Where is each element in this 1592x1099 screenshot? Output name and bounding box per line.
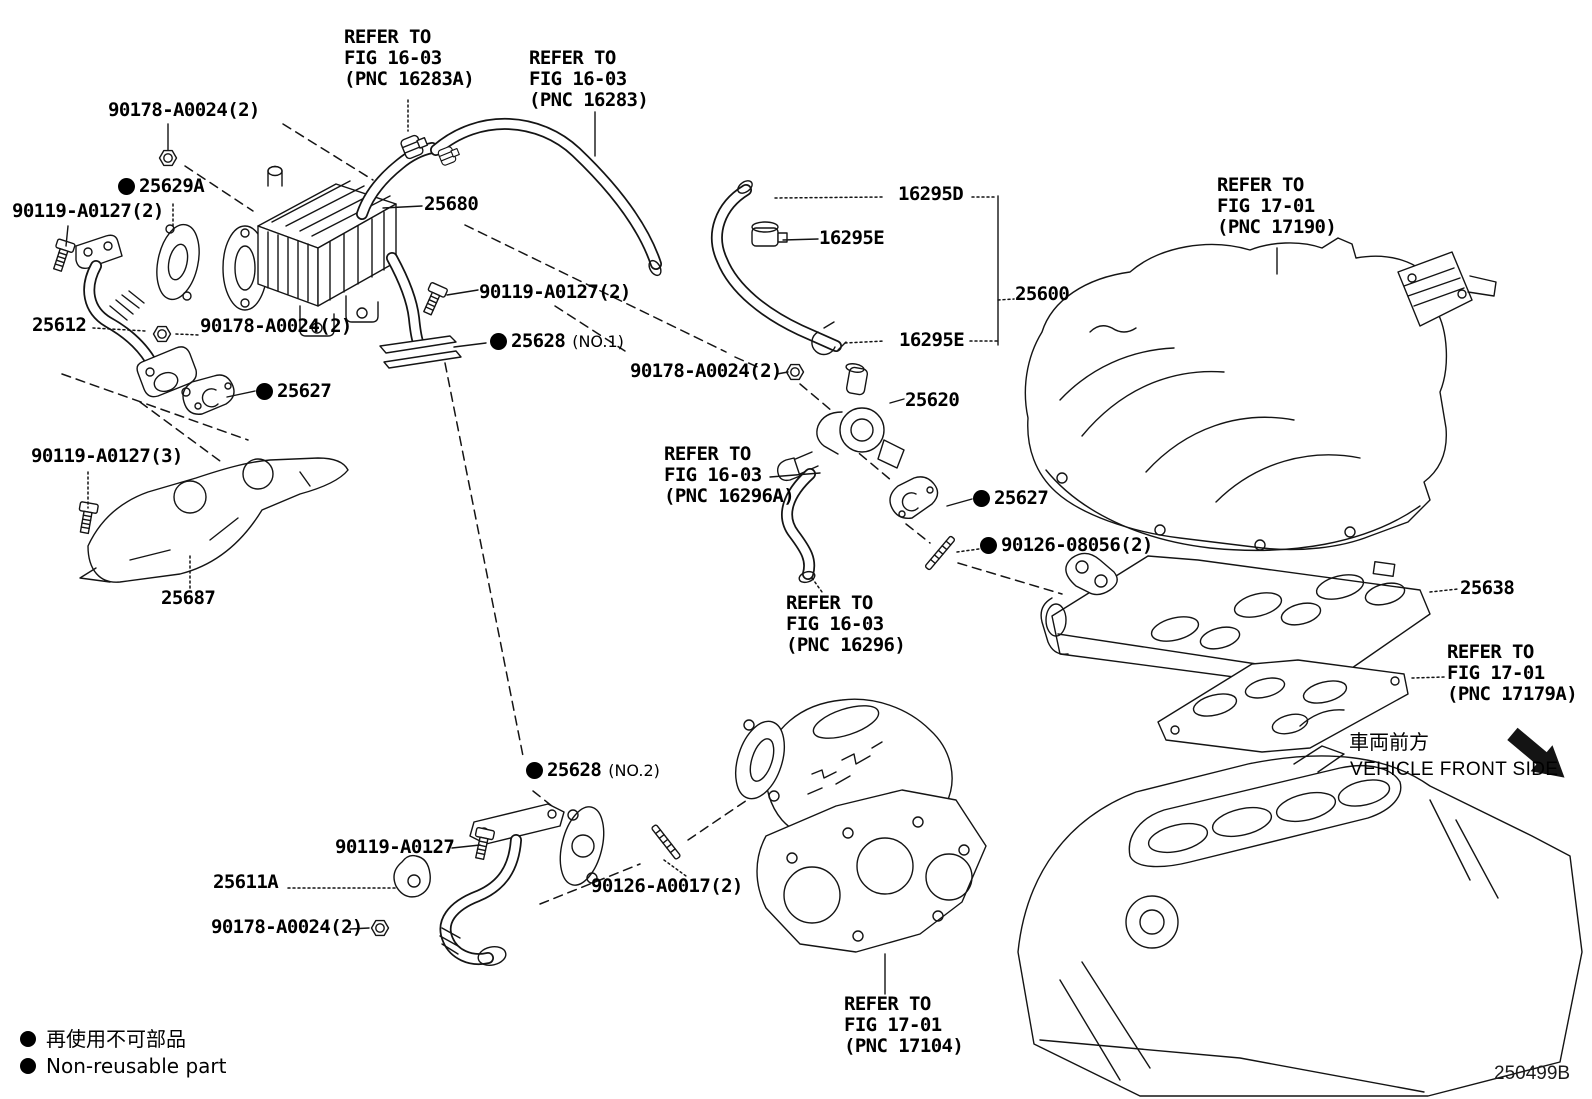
part-number: 25628 <box>511 330 566 352</box>
non-reusable-dot <box>20 1031 36 1047</box>
vehicle-front-label-en: VEHICLE FRONT SIDE <box>1350 759 1559 780</box>
ref-fig-16283: REFER TO FIG 16-03 (PNC 16283) <box>529 47 649 111</box>
label-plate-25638: 25638 <box>1460 577 1515 599</box>
bracket-25687-drawing <box>79 457 349 583</box>
non-reusable-dot <box>20 1058 36 1074</box>
ref-fig-16296: REFER TO FIG 16-03 (PNC 16296) <box>786 592 906 656</box>
engine-block-drawing <box>1017 709 1583 1097</box>
egr-valve-drawing <box>776 363 905 482</box>
exhaust-manifold-drawing <box>734 698 987 953</box>
label-nut-upper-left: 90178-A0024(2) <box>200 315 352 337</box>
label-hose-16295d: 16295D <box>898 183 964 205</box>
hose-16295d-drawing <box>710 180 847 356</box>
label-clamp-16295e-upper: 16295E <box>819 227 885 249</box>
part-number-suffix: (NO.1) <box>572 332 624 351</box>
plate-25638-drawing <box>1040 552 1431 687</box>
label-nut-top: 90178-A0024(2) <box>108 99 260 121</box>
label-gasket-25628-no1: 25628 (NO.1) <box>490 331 624 352</box>
part-number-suffix: (NO.2) <box>608 761 660 780</box>
label-pipe-25612: 25612 <box>32 314 87 336</box>
gasket-17179a-drawing <box>1157 659 1409 753</box>
label-gasket-25627-left: 25627 <box>256 380 332 402</box>
label-bolt-cooler-outlet: 90119-A0127(2) <box>479 281 631 303</box>
part-number: 25629A <box>139 175 205 197</box>
non-reusable-dot <box>973 490 990 507</box>
hose-16296-drawing <box>781 468 816 584</box>
label-clamp-16295e-lower: 16295E <box>899 329 965 351</box>
label-bracket-25687: 25687 <box>161 587 216 609</box>
vehicle-front-label-jp: 車両前方 <box>1349 730 1429 754</box>
part-number: 25627 <box>994 487 1049 509</box>
egr-cooler-drawing <box>222 142 438 348</box>
label-egr-valve-25620: 25620 <box>905 389 960 411</box>
label-egr-cooler: 25680 <box>424 193 479 215</box>
label-stud-90126-08056: 90126-08056(2) <box>980 535 1153 556</box>
label-gasket-25627-right: 25627 <box>973 487 1049 509</box>
egr-pipe-25611a-drawing <box>393 803 605 966</box>
label-nut-valve: 90178-A0024(2) <box>630 360 782 382</box>
non-reusable-dot <box>490 333 507 350</box>
non-reusable-dot <box>980 537 997 554</box>
egr-pipe-25612-drawing <box>75 234 198 398</box>
label-egr-valve-assy-25600: 25600 <box>1015 283 1070 305</box>
label-bolt-upper-left: 90119-A0127(2) <box>12 200 164 222</box>
non-reusable-dot <box>526 762 543 779</box>
intake-manifold-drawing <box>1024 237 1497 552</box>
front-direction-arrow <box>1507 727 1565 778</box>
ref-fig-17179a: REFER TO FIG 17-01 (PNC 17179A) <box>1447 641 1578 705</box>
non-reusable-dot <box>118 178 135 195</box>
construction-lines <box>61 123 1063 905</box>
label-bolt-bracket: 90119-A0127(3) <box>31 445 183 467</box>
drawing-code: 250499B <box>1494 1063 1571 1084</box>
label-nut-pipe-lower: 90178-A0024(2) <box>211 916 363 938</box>
ref-fig-16296a: REFER TO FIG 16-03 (PNC 16296A) <box>664 443 795 507</box>
legend-text-en: Non-reusable part <box>46 1054 227 1078</box>
part-number: 25628 <box>547 759 602 781</box>
part-number: 90126-08056(2) <box>1001 534 1153 556</box>
leader-lines <box>65 99 1459 995</box>
ref-fig-17190: REFER TO FIG 17-01 (PNC 17190) <box>1217 174 1337 238</box>
gasket-drawings <box>156 223 939 519</box>
label-gasket-25628-no2: 25628 (NO.2) <box>526 760 660 781</box>
legend-non-reusable-en: Non-reusable part <box>20 1054 226 1078</box>
label-gasket-25629a: 25629A <box>118 175 205 197</box>
legend-non-reusable-jp: 再使用不可部品 <box>20 1027 186 1051</box>
legend-text-jp: 再使用不可部品 <box>46 1027 186 1051</box>
part-number: 25627 <box>277 380 332 402</box>
ref-fig-16283a: REFER TO FIG 16-03 (PNC 16283A) <box>344 26 475 90</box>
ref-fig-17104: REFER TO FIG 17-01 (PNC 17104) <box>844 993 964 1057</box>
label-stud-90126-a0017: 90126-A0017(2) <box>591 875 743 897</box>
label-pipe-25611a: 25611A <box>213 871 279 893</box>
hose-16283-drawing <box>399 117 662 277</box>
label-bolt-pipe-lower: 90119-A0127 <box>335 836 455 858</box>
non-reusable-dot <box>256 383 273 400</box>
